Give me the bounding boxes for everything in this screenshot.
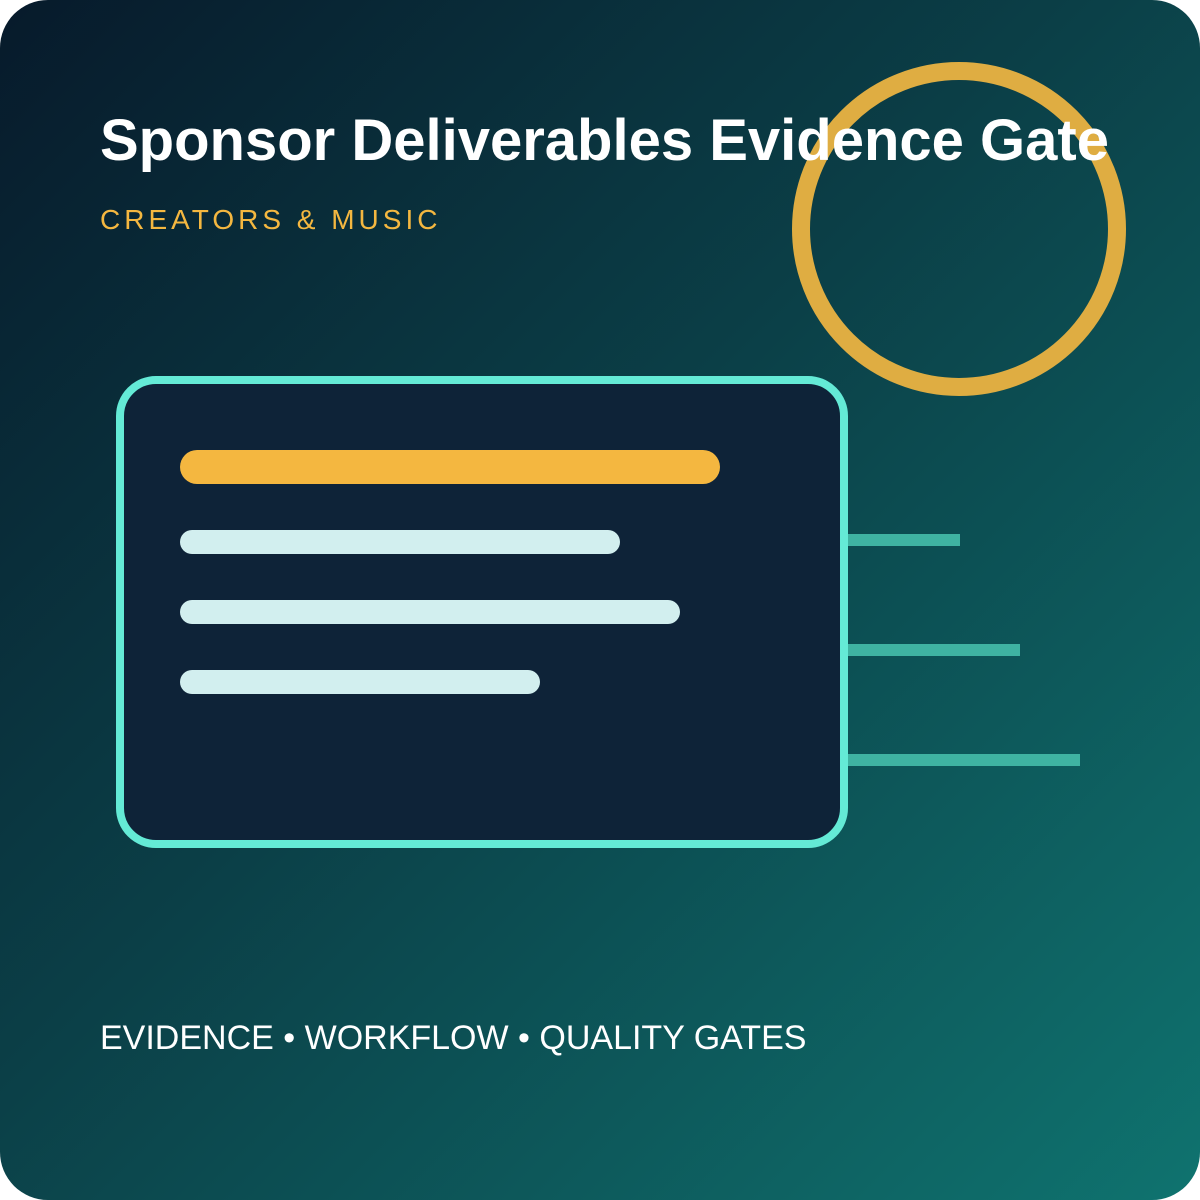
card-text-line-1 bbox=[180, 530, 620, 554]
connector-line-3 bbox=[842, 754, 1080, 766]
footer-tags: EVIDENCE • WORKFLOW • QUALITY GATES bbox=[100, 1019, 807, 1057]
card-heading-bar bbox=[180, 450, 720, 484]
card-text-line-3 bbox=[180, 670, 540, 694]
card-text-line-2 bbox=[180, 600, 680, 624]
connector-line-2 bbox=[842, 644, 1020, 656]
category-label: CREATORS & MUSIC bbox=[100, 204, 442, 235]
connector-line-1 bbox=[842, 534, 960, 546]
document-card-icon bbox=[116, 376, 848, 848]
page-title: Sponsor Deliverables Evidence Gate bbox=[100, 108, 1109, 173]
